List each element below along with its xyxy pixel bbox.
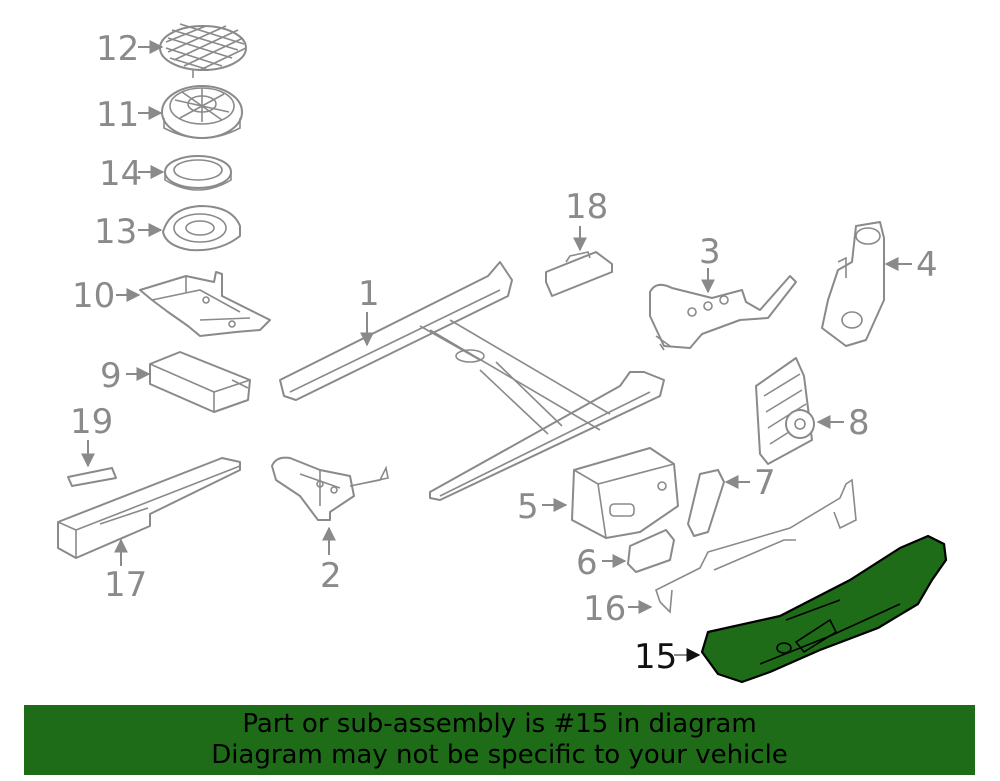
part-1-seat-track[interactable] bbox=[279, 261, 665, 501]
part-12-grille[interactable] bbox=[159, 23, 247, 78]
callout-10[interactable]: 10 bbox=[72, 276, 115, 316]
part-14-ring[interactable] bbox=[164, 155, 232, 191]
banner-line-2: Diagram may not be specific to your vehi… bbox=[211, 740, 788, 770]
callout-1[interactable]: 1 bbox=[358, 274, 380, 314]
callout-12[interactable]: 12 bbox=[96, 29, 139, 69]
part-16-wire[interactable] bbox=[655, 478, 857, 614]
callout-5[interactable]: 5 bbox=[517, 487, 539, 527]
callout-15[interactable]: 15 bbox=[634, 637, 677, 677]
part-5-control-module[interactable] bbox=[571, 447, 679, 539]
part-19-pad[interactable] bbox=[67, 467, 117, 487]
part-4-recliner[interactable] bbox=[821, 221, 885, 347]
parts-diagram: 12 11 14 13 10 9 19 bbox=[57, 23, 948, 684]
part-9-module[interactable] bbox=[149, 351, 251, 413]
part-13-speaker-base[interactable] bbox=[162, 205, 241, 252]
callout-8[interactable]: 8 bbox=[848, 403, 870, 443]
info-banner: Part or sub-assembly is #15 in diagram D… bbox=[24, 705, 975, 775]
callout-16[interactable]: 16 bbox=[583, 589, 626, 629]
part-6-knob[interactable] bbox=[627, 529, 675, 573]
part-11-speaker[interactable] bbox=[161, 85, 243, 139]
callout-18[interactable]: 18 bbox=[565, 187, 608, 227]
part-10-bracket[interactable] bbox=[139, 271, 271, 337]
part-18-bracket[interactable] bbox=[545, 251, 613, 297]
callout-11[interactable]: 11 bbox=[96, 95, 139, 135]
part-3-motor-assembly[interactable] bbox=[649, 275, 797, 351]
callout-19[interactable]: 19 bbox=[70, 402, 113, 442]
callout-3[interactable]: 3 bbox=[699, 232, 721, 272]
part-7-knob[interactable] bbox=[687, 469, 725, 537]
part-8-switch-base[interactable] bbox=[755, 357, 815, 465]
part-2-motor[interactable] bbox=[271, 456, 389, 521]
part-17-rail-cover[interactable] bbox=[57, 457, 241, 559]
callout-14[interactable]: 14 bbox=[99, 154, 142, 194]
part-15-side-shield[interactable] bbox=[700, 534, 948, 684]
callout-9[interactable]: 9 bbox=[100, 356, 122, 396]
callout-4[interactable]: 4 bbox=[916, 245, 938, 285]
callout-17[interactable]: 17 bbox=[104, 565, 147, 605]
banner-line-1: Part or sub-assembly is #15 in diagram bbox=[242, 709, 757, 739]
callout-2[interactable]: 2 bbox=[320, 556, 342, 596]
callout-13[interactable]: 13 bbox=[94, 212, 137, 252]
callout-7[interactable]: 7 bbox=[754, 463, 776, 503]
callout-6[interactable]: 6 bbox=[576, 543, 598, 583]
